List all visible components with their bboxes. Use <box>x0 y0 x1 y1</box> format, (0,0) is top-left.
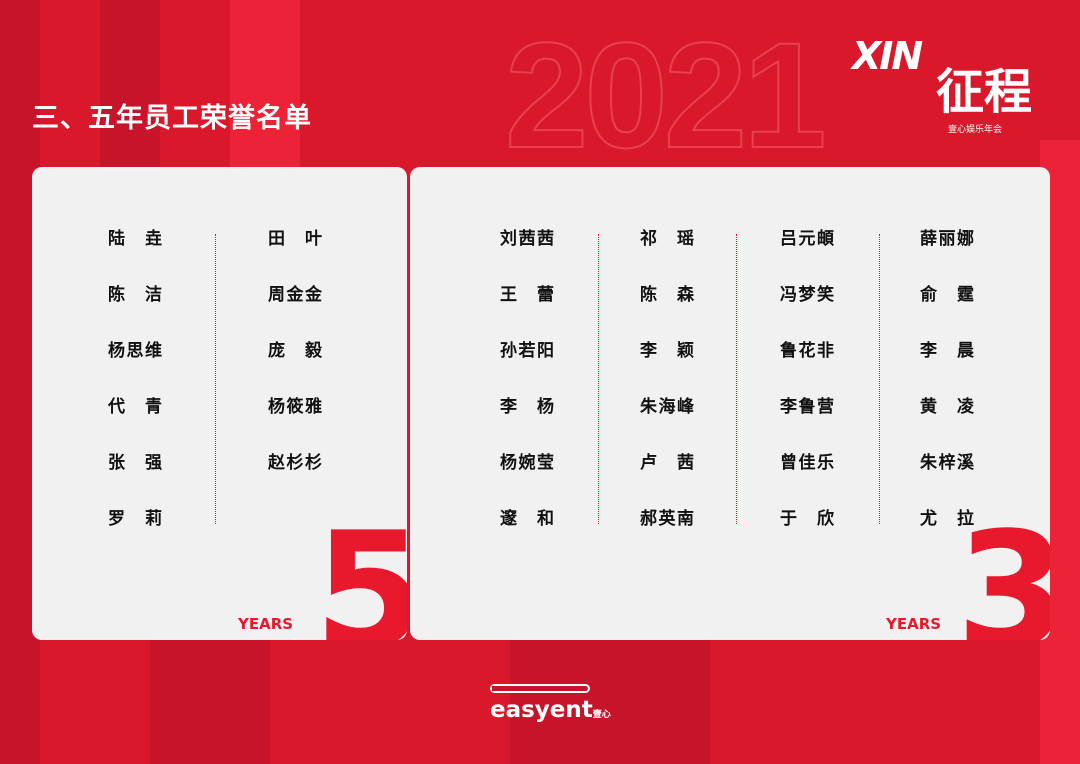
years-label: YEARS <box>886 615 942 633</box>
honoree-name: 吕元頔 <box>780 229 834 249</box>
years-label: YEARS <box>238 615 294 633</box>
honoree-name: 卢茜 <box>640 453 694 473</box>
honoree-name: 赵杉杉 <box>268 453 322 473</box>
year-graphic: 2021 <box>504 11 828 179</box>
honoree-name: 邃和 <box>500 509 554 529</box>
honoree-name: 李鲁营 <box>780 397 834 417</box>
brand-bar <box>490 684 590 693</box>
honoree-name: 尤拉 <box>920 509 974 529</box>
honoree-name: 薛丽娜 <box>920 229 974 249</box>
honoree-name: 黄凌 <box>920 397 974 417</box>
five-years-card: 5 YEARS <box>32 167 407 640</box>
brand-logo: easyent壹心 <box>490 697 611 723</box>
honoree-name: 李杨 <box>500 397 554 417</box>
honoree-name: 代青 <box>108 397 162 417</box>
honoree-name: 于欣 <box>780 509 834 529</box>
honoree-name: 朱梓溪 <box>920 453 974 473</box>
honoree-name: 郝英南 <box>640 509 694 529</box>
logo-xin: XIN <box>852 34 923 78</box>
honoree-name: 刘茜茜 <box>500 229 554 249</box>
honoree-name: 朱海峰 <box>640 397 694 417</box>
column-divider <box>598 234 599 524</box>
column-divider <box>736 234 737 524</box>
honoree-name: 李晨 <box>920 341 974 361</box>
honoree-name: 祁瑶 <box>640 229 694 249</box>
honoree-name: 李颖 <box>640 341 694 361</box>
logo-subtitle: 壹心娱乐年会 <box>948 125 1003 135</box>
honoree-name: 杨思维 <box>108 341 162 361</box>
honoree-name: 周金金 <box>268 285 322 305</box>
honoree-name: 孙若阳 <box>500 341 554 361</box>
honoree-name: 田叶 <box>268 229 322 249</box>
honoree-name: 鲁花非 <box>780 341 834 361</box>
honoree-name: 张强 <box>108 453 162 473</box>
three-big-number: 3 <box>956 497 1050 641</box>
bg-shape <box>510 640 710 764</box>
five-big-number: 5 <box>314 497 407 641</box>
honoree-name: 王蕾 <box>500 285 554 305</box>
honoree-name: 杨筱雅 <box>268 397 322 417</box>
logo-main: 征程 <box>936 64 1033 120</box>
column-divider <box>215 234 216 524</box>
honoree-name: 杨婉莹 <box>500 453 554 473</box>
bg-shape <box>230 0 300 170</box>
honoree-name: 陈洁 <box>108 285 162 305</box>
bg-shape <box>150 640 270 764</box>
page-title: 三、五年员工荣誉名单 <box>32 103 312 134</box>
column-divider <box>879 234 880 524</box>
honoree-name: 陈森 <box>640 285 694 305</box>
honoree-name: 陆垚 <box>108 229 162 249</box>
event-logo: XIN 征程 壹心娱乐年会 <box>852 34 1052 144</box>
honoree-name: 罗莉 <box>108 509 162 529</box>
bg-shape <box>100 0 160 170</box>
three-years-card: 3 YEARS <box>410 167 1050 640</box>
honoree-name: 庞毅 <box>268 341 322 361</box>
honoree-name: 冯梦笑 <box>780 285 834 305</box>
honoree-name: 俞霆 <box>920 285 974 305</box>
honoree-name: 曾佳乐 <box>780 453 834 473</box>
